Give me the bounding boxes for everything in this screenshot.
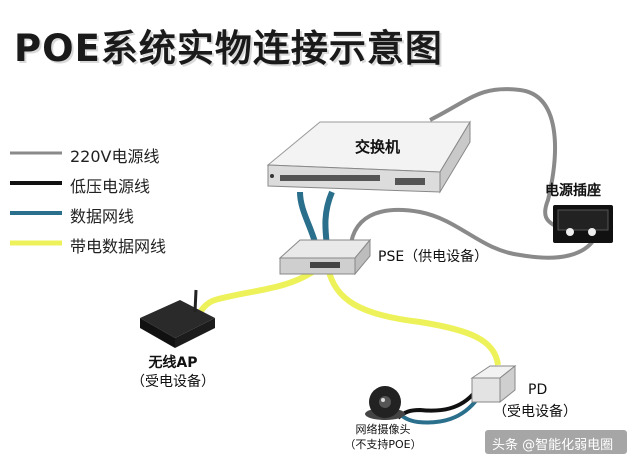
pse-device xyxy=(278,238,372,276)
power-outlet xyxy=(553,205,613,243)
switch-label: 交换机 xyxy=(355,138,401,156)
cable-data-camera xyxy=(396,396,480,425)
pd-device xyxy=(470,364,517,404)
cable-poe-pd xyxy=(325,267,501,366)
wireless-ap xyxy=(140,289,215,348)
pse-label: PSE（供电设备） xyxy=(378,249,489,265)
camera-name: 网络摄像头 xyxy=(355,423,411,436)
outlet-label: 电源插座 xyxy=(545,183,601,199)
switch-device xyxy=(266,120,471,194)
pd-name: PD xyxy=(528,382,548,398)
camera-note: （不支持POE） xyxy=(344,438,422,451)
watermark: 头条 @智能化弱电圈 xyxy=(492,438,614,453)
watermark-backdrop xyxy=(485,430,627,454)
ap-role: （受电设备） xyxy=(131,374,215,390)
ap-name: 无线AP xyxy=(148,355,198,371)
legend-label-poe: 带电数据网线 xyxy=(70,237,167,256)
cable-220v-switch xyxy=(429,87,561,230)
cable-220v-pse xyxy=(348,207,597,260)
legend-label-lowvolt: 低压电源线 xyxy=(70,177,151,196)
legend-label-data: 数据网线 xyxy=(70,207,135,226)
page-title: POE系统实物连接示意图 xyxy=(14,27,443,70)
cable-poe-ap xyxy=(194,265,320,320)
camera-device xyxy=(365,386,405,420)
legend-label-220v: 220V电源线 xyxy=(70,147,160,166)
pd-role: （受电设备） xyxy=(493,404,577,420)
